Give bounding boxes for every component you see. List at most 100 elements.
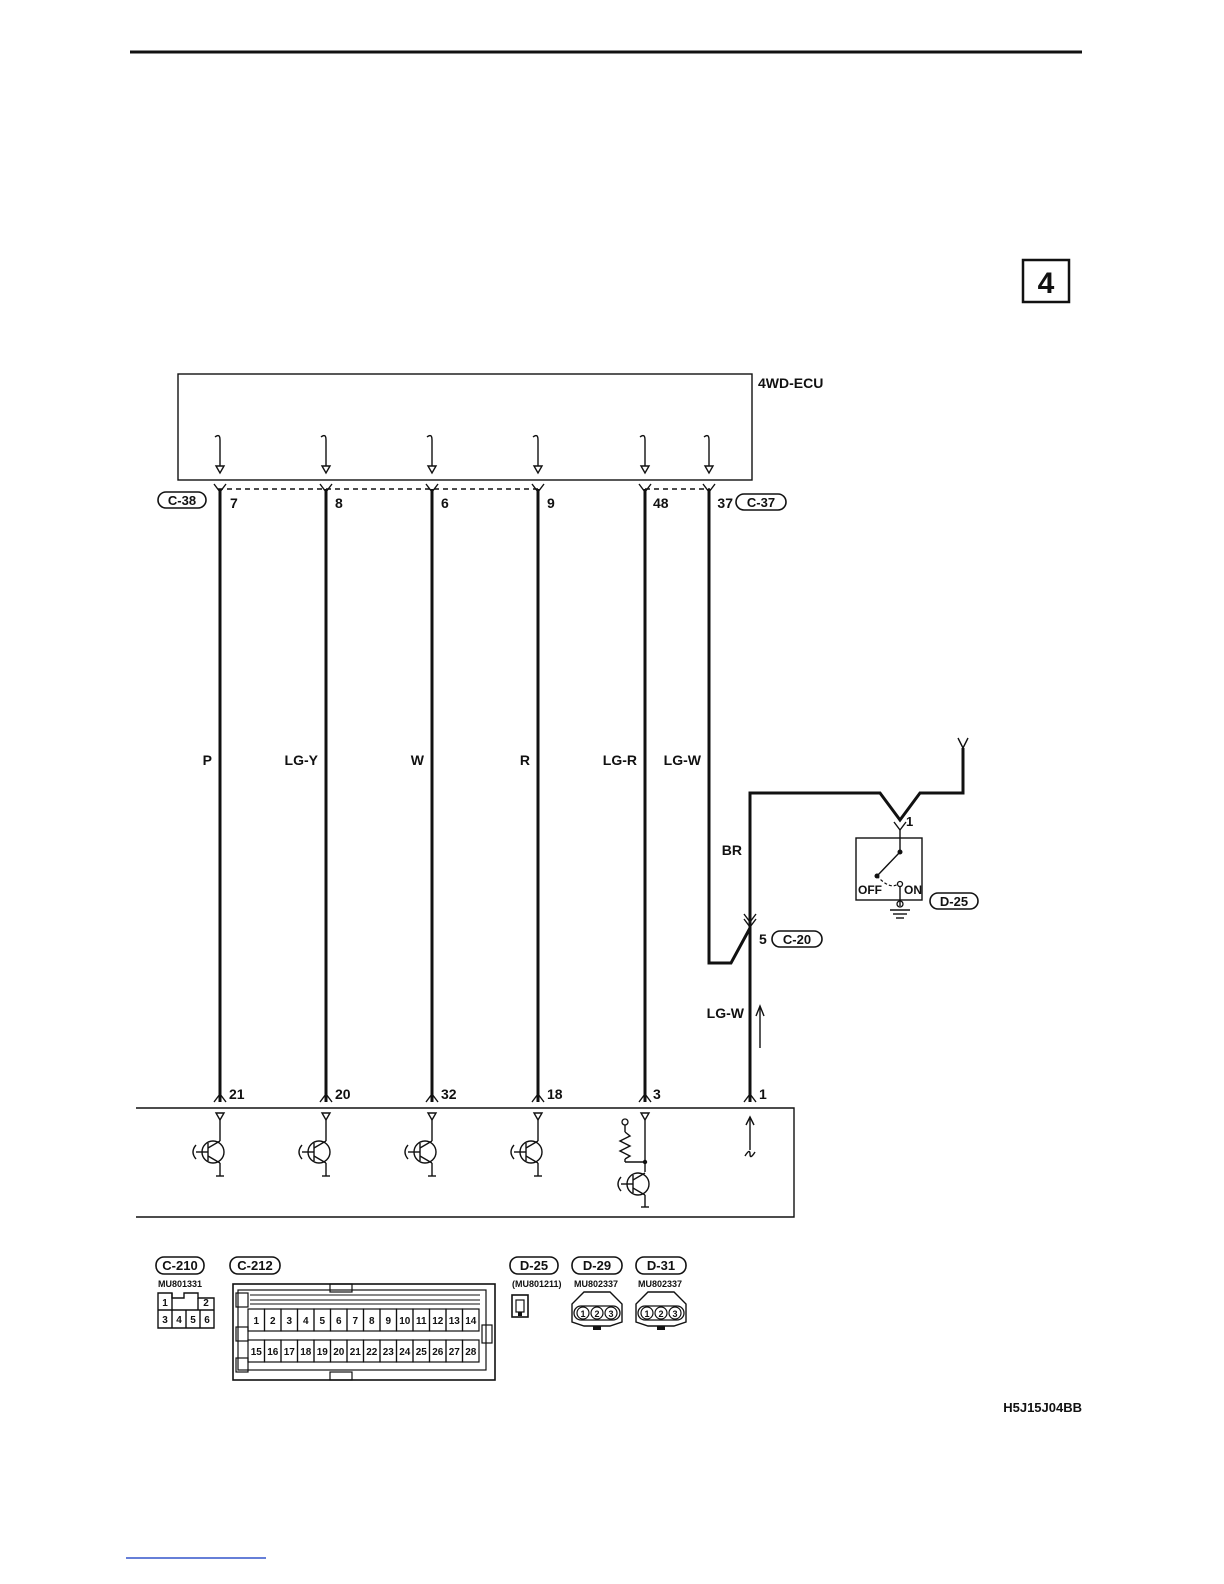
c212-pin-number: 1	[253, 1316, 259, 1327]
svg-text:MU802337: MU802337	[638, 1279, 682, 1289]
svg-text:R: R	[520, 752, 530, 768]
c212-pin-number: 7	[352, 1316, 358, 1327]
wire-color-labels: P LG-Y W R LG-R LG-W BR LG-W	[203, 752, 745, 1021]
c212-pin-number: 24	[399, 1347, 411, 1358]
svg-text:1: 1	[162, 1298, 168, 1309]
ecu-terminal-symbols	[215, 436, 713, 473]
svg-text:18: 18	[547, 1086, 563, 1102]
svg-text:C-38: C-38	[168, 493, 196, 508]
section-number: 4	[1038, 267, 1055, 300]
svg-text:C-212: C-212	[237, 1258, 272, 1273]
svg-text:6: 6	[204, 1315, 210, 1326]
svg-text:1: 1	[759, 1086, 767, 1102]
svg-text:MU801331: MU801331	[158, 1279, 202, 1289]
svg-text:ON: ON	[904, 883, 922, 897]
switch-d25: 1 OFF ON	[856, 814, 922, 918]
svg-text:C-210: C-210	[162, 1258, 197, 1273]
svg-text:37: 37	[717, 495, 733, 511]
legend-d31: D-31 MU802337 1 2 3	[636, 1257, 686, 1330]
ecu-box	[178, 374, 752, 480]
svg-text:1: 1	[644, 1309, 649, 1319]
wire-r	[532, 484, 544, 1102]
legend-d29: D-29 MU802337 1 2 3	[572, 1257, 622, 1330]
transistor-symbols	[193, 1113, 755, 1207]
wire-p	[214, 484, 226, 1102]
junction-pin: 5	[759, 931, 767, 947]
c212-pin-number: 15	[251, 1347, 263, 1358]
svg-text:5: 5	[190, 1315, 196, 1326]
svg-text:48: 48	[653, 495, 669, 511]
svg-text:20: 20	[335, 1086, 351, 1102]
bottom-pin-numbers: 21 20 32 18 3 1	[229, 1086, 767, 1102]
svg-text:9: 9	[547, 495, 555, 511]
c212-pin-number: 20	[333, 1347, 345, 1358]
c212-pin-number: 11	[416, 1316, 427, 1327]
c212-pin-number: 4	[303, 1316, 309, 1327]
wire-br	[744, 738, 968, 1102]
svg-text:P: P	[203, 752, 212, 768]
wire-lg-r	[639, 484, 651, 1102]
c212-pin-number: 18	[300, 1347, 312, 1358]
connector-label-d25: D-25	[930, 893, 978, 909]
svg-text:LG-W: LG-W	[707, 1005, 745, 1021]
svg-text:2: 2	[594, 1309, 599, 1319]
svg-text:32: 32	[441, 1086, 457, 1102]
c212-pin-number: 16	[267, 1347, 279, 1358]
c212-pin-number: 27	[449, 1347, 461, 1358]
c212-pin-number: 5	[319, 1316, 325, 1327]
legend-c210: C-210 MU801331 1 2 3 4 5 6	[156, 1257, 214, 1328]
wire-w	[426, 484, 438, 1102]
connector-label-c20: C-20	[772, 931, 822, 947]
svg-text:D-31: D-31	[647, 1258, 675, 1273]
wire-lg-w-top	[703, 484, 750, 963]
figure-code: H5J15J04BB	[1003, 1400, 1082, 1415]
c212-pin-number: 14	[465, 1316, 477, 1327]
c212-pin-number: 19	[317, 1347, 329, 1358]
svg-text:D-25: D-25	[940, 894, 968, 909]
svg-text:3: 3	[608, 1309, 613, 1319]
c212-pin-number: 3	[286, 1316, 292, 1327]
legend-d25: D-25 (MU801211)	[510, 1257, 562, 1317]
svg-text:MU802337: MU802337	[574, 1279, 618, 1289]
c212-pin-number: 12	[432, 1316, 444, 1327]
c212-pin-number: 13	[449, 1316, 461, 1327]
c212-pin-number: 8	[369, 1316, 375, 1327]
top-pin-numbers: 7 8 6 9 48 37	[230, 495, 733, 511]
c212-pin-number: 23	[383, 1347, 395, 1358]
svg-text:D-25: D-25	[520, 1258, 548, 1273]
svg-text:LG-Y: LG-Y	[285, 752, 319, 768]
c212-pin-number: 2	[270, 1316, 276, 1327]
svg-text:(MU801211): (MU801211)	[512, 1279, 562, 1289]
c212-pin-number: 21	[350, 1347, 362, 1358]
svg-text:3: 3	[162, 1315, 168, 1326]
connector-label-c37: C-37	[736, 494, 786, 510]
svg-text:D-29: D-29	[583, 1258, 611, 1273]
c212-pin-number: 26	[432, 1347, 444, 1358]
svg-text:21: 21	[229, 1086, 245, 1102]
svg-text:C-20: C-20	[783, 932, 811, 947]
c212-pin-number: 17	[284, 1347, 296, 1358]
svg-text:BR: BR	[722, 842, 742, 858]
svg-text:OFF: OFF	[858, 883, 882, 897]
svg-text:1: 1	[906, 814, 913, 829]
ecu-name: 4WD-ECU	[758, 375, 823, 391]
lower-device-box	[136, 1108, 794, 1217]
svg-text:C-37: C-37	[747, 495, 775, 510]
c212-pin-number: 9	[385, 1316, 391, 1327]
wire-lg-y	[320, 484, 332, 1102]
c212-pin-number: 10	[399, 1316, 411, 1327]
svg-text:LG-R: LG-R	[603, 752, 637, 768]
svg-text:LG-W: LG-W	[664, 752, 702, 768]
svg-text:7: 7	[230, 495, 238, 511]
c212-pin-number: 6	[336, 1316, 342, 1327]
svg-text:2: 2	[658, 1309, 663, 1319]
c212-pin-number: 22	[366, 1347, 378, 1358]
svg-text:1: 1	[580, 1309, 585, 1319]
connector-label-c38: C-38	[158, 492, 206, 508]
svg-text:3: 3	[672, 1309, 677, 1319]
svg-text:4: 4	[176, 1315, 182, 1326]
c212-pin-number: 25	[416, 1347, 428, 1358]
svg-text:3: 3	[653, 1086, 661, 1102]
